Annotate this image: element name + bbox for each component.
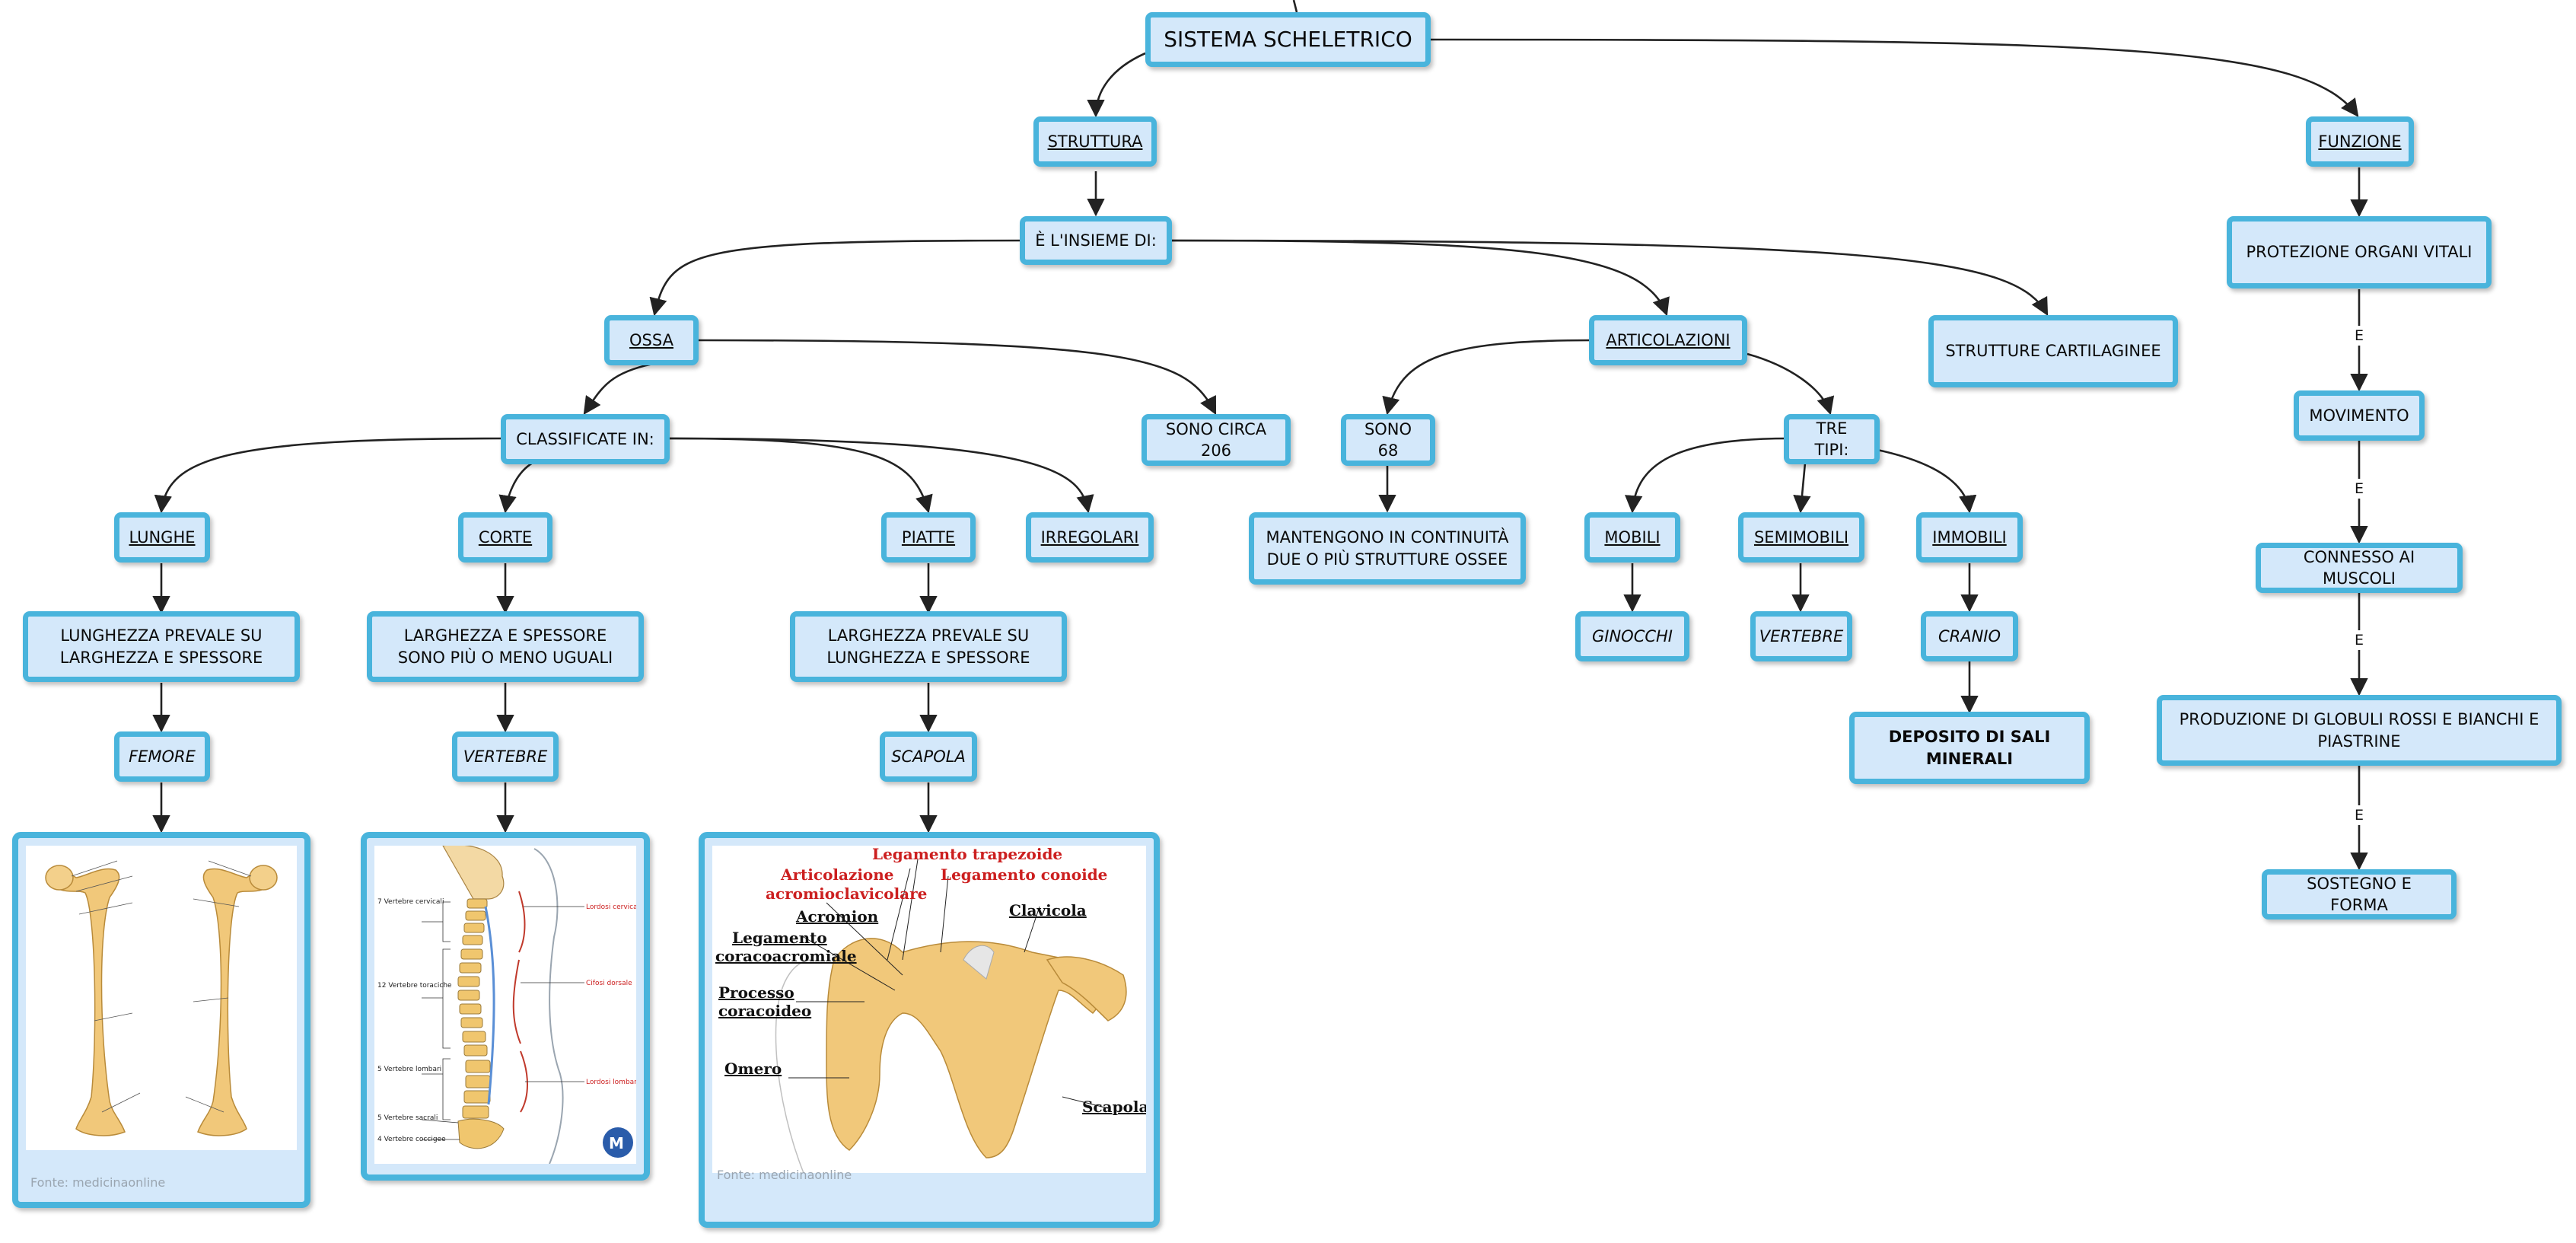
node-semimobili[interactable]: SEMIMOBILI: [1738, 512, 1864, 563]
image-source-caption: Fonte: medicinaonline: [30, 1175, 166, 1190]
edge-label-e: E: [2351, 805, 2367, 825]
edge-label-e: E: [2351, 326, 2367, 346]
node-corte[interactable]: CORTE: [458, 512, 552, 563]
femur-illustration: [26, 846, 297, 1150]
anatomy-label: coracoacromiale: [715, 947, 857, 965]
node-protezione-organi[interactable]: PROTEZIONE ORGANI VITALI: [2227, 216, 2492, 288]
spine-label: 12 Vertebre toraciche: [377, 982, 452, 990]
node-lunghe[interactable]: LUNGHE: [114, 512, 210, 563]
node-movimento[interactable]: MOVIMENTO: [2294, 390, 2425, 441]
svg-text:M: M: [609, 1134, 624, 1152]
anatomy-label: Clavicola: [1009, 901, 1087, 920]
anatomy-label: Omero: [724, 1060, 782, 1078]
node-cranio[interactable]: CRANIO: [1921, 611, 2018, 661]
edge-label-e: E: [2351, 479, 2367, 499]
node-piatte[interactable]: PIATTE: [881, 512, 976, 563]
node-mantengono[interactable]: MANTENGONO IN CONTINUITÀ DUE O PIÙ STRUT…: [1249, 512, 1526, 585]
anatomy-label: Acromion: [795, 907, 879, 926]
spine-label: 7 Vertebre cervicali: [377, 898, 444, 906]
spine-label: 5 Vertebre lombari: [377, 1066, 441, 1073]
spine-image: 7 Vertebre cervicali 12 Vertebre toracic…: [361, 832, 650, 1181]
edge-label-e: E: [2351, 630, 2367, 650]
scapola-illustration: Legamento trapezoide Articolazione acrom…: [712, 846, 1146, 1173]
node-sono-68[interactable]: SONO 68: [1341, 414, 1435, 466]
anatomy-label: Legamento trapezoide: [872, 846, 1062, 863]
image-source-caption: Fonte: medicinaonline: [717, 1168, 852, 1182]
anatomy-label: Articolazione: [780, 865, 894, 884]
node-vertebre-semimobili[interactable]: VERTEBRE: [1750, 611, 1852, 661]
node-produzione-globuli[interactable]: PRODUZIONE DI GLOBULI ROSSI E BIANCHI E …: [2157, 695, 2562, 766]
node-tre-tipi[interactable]: TRE TIPI:: [1784, 414, 1880, 464]
node-sostegno-forma[interactable]: SOSTEGNO E FORMA: [2262, 869, 2457, 920]
node-classificate[interactable]: CLASSIFICATE IN:: [501, 414, 670, 464]
scapola-image: Legamento trapezoide Articolazione acrom…: [699, 832, 1160, 1228]
node-immobili[interactable]: IMMOBILI: [1916, 512, 2023, 563]
anatomy-label: acromioclavicolare: [766, 884, 927, 903]
node-articolazioni[interactable]: ARTICOLAZIONI: [1589, 315, 1747, 365]
node-struttura[interactable]: STRUTTURA: [1033, 116, 1157, 167]
node-vertebre[interactable]: VERTEBRE: [452, 731, 559, 782]
node-piatte-desc[interactable]: LARGHEZZA PREVALE SU LUNGHEZZA E SPESSOR…: [790, 611, 1067, 682]
anatomy-label: Legamento: [732, 929, 827, 947]
anatomy-label: Legamento conoide: [941, 865, 1107, 884]
anatomy-label: coracoideo: [718, 1002, 811, 1020]
node-ginocchi[interactable]: GINOCCHI: [1575, 611, 1689, 661]
node-sono-circa-206[interactable]: SONO CIRCA 206: [1142, 414, 1291, 466]
spine-label: 4 Vertebre coccigee: [377, 1136, 446, 1143]
node-sistema-scheletrico[interactable]: SISTEMA SCHELETRICO: [1145, 12, 1431, 67]
spine-curve-label: Lordosi cervicale: [586, 904, 636, 911]
node-connesso-muscoli[interactable]: CONNESSO AI MUSCOLI: [2256, 543, 2463, 593]
spine-curve-label: Lordosi lombare: [586, 1079, 636, 1086]
anatomy-label: Processo: [718, 983, 794, 1002]
node-lunghe-desc[interactable]: LUNGHEZZA PREVALE SU LARGHEZZA E SPESSOR…: [23, 611, 300, 682]
femur-image: Fonte: medicinaonline: [12, 832, 310, 1208]
node-corte-desc[interactable]: LARGHEZZA E SPESSORE SONO PIÙ O MENO UGU…: [367, 611, 644, 682]
node-funzione[interactable]: FUNZIONE: [2306, 116, 2414, 167]
node-ossa[interactable]: OSSA: [604, 315, 699, 365]
node-deposito-sali-minerali[interactable]: DEPOSITO DI SALI MINERALI: [1849, 712, 2090, 784]
node-mobili[interactable]: MOBILI: [1584, 512, 1680, 563]
spine-illustration: 7 Vertebre cervicali 12 Vertebre toracic…: [374, 846, 636, 1164]
node-scapola[interactable]: SCAPOLA: [880, 731, 977, 782]
spine-label: 5 Vertebre sacrali: [377, 1114, 438, 1122]
node-strutture-cartilaginee[interactable]: STRUTTURE CARTILAGINEE: [1928, 315, 2178, 387]
node-irregolari[interactable]: IRREGOLARI: [1026, 512, 1154, 563]
anatomy-label: Scapola: [1082, 1098, 1146, 1116]
node-insieme[interactable]: È L'INSIEME DI:: [1020, 216, 1172, 265]
spine-curve-label: Cifosi dorsale: [586, 980, 632, 987]
node-femore[interactable]: FEMORE: [114, 731, 210, 782]
medicinaonline-logo: M: [603, 1127, 633, 1158]
